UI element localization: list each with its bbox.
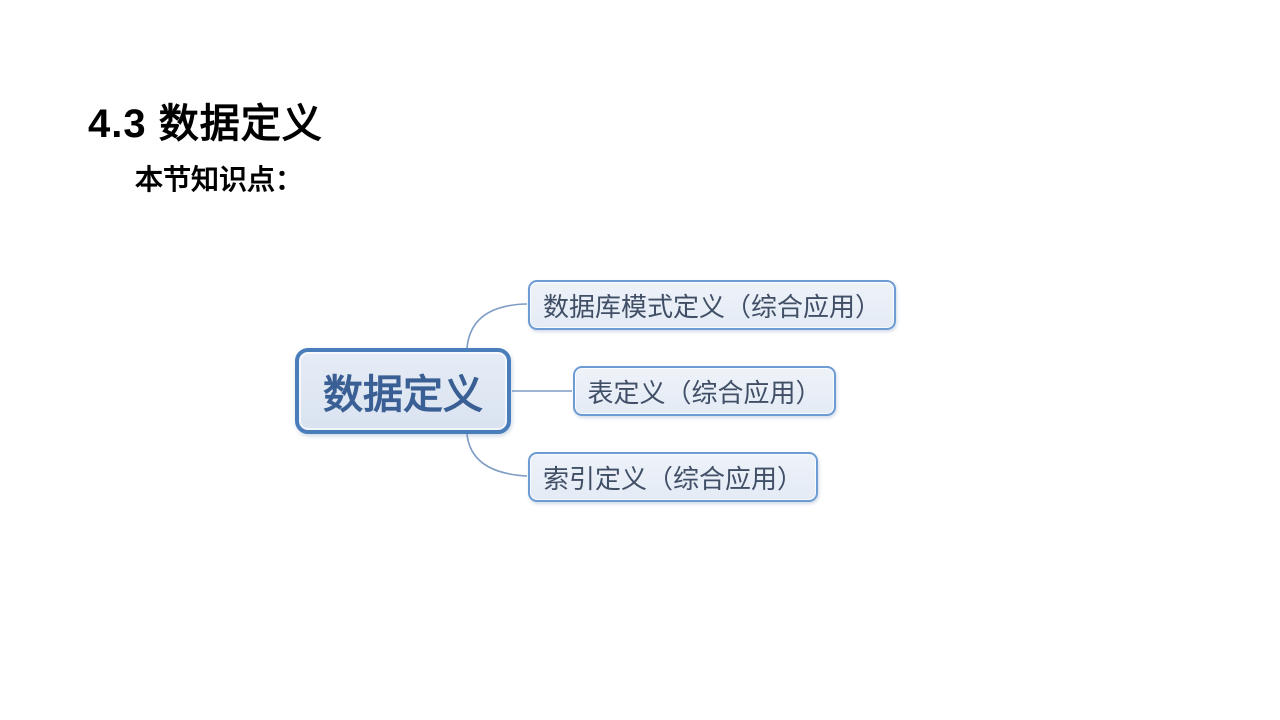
diagram-node-index-definition: 索引定义（综合应用）: [528, 452, 818, 502]
slide-title: 4.3 数据定义: [88, 101, 323, 146]
diagram-root-node: 数据定义: [295, 348, 511, 434]
diagram-node-db-schema-definition: 数据库模式定义（综合应用）: [528, 280, 896, 330]
diagram-node-label: 表定义（综合应用）: [587, 377, 822, 408]
slide-subtitle: 本节知识点：: [135, 164, 304, 195]
diagram-node-table-definition: 表定义（综合应用）: [573, 366, 836, 416]
diagram-node-label: 数据库模式定义（综合应用）: [542, 291, 881, 322]
diagram-root-label: 数据定义: [323, 373, 483, 417]
connector-bottom: [466, 433, 528, 477]
connector-top: [466, 303, 528, 349]
diagram-node-label: 索引定义（综合应用）: [542, 463, 803, 494]
